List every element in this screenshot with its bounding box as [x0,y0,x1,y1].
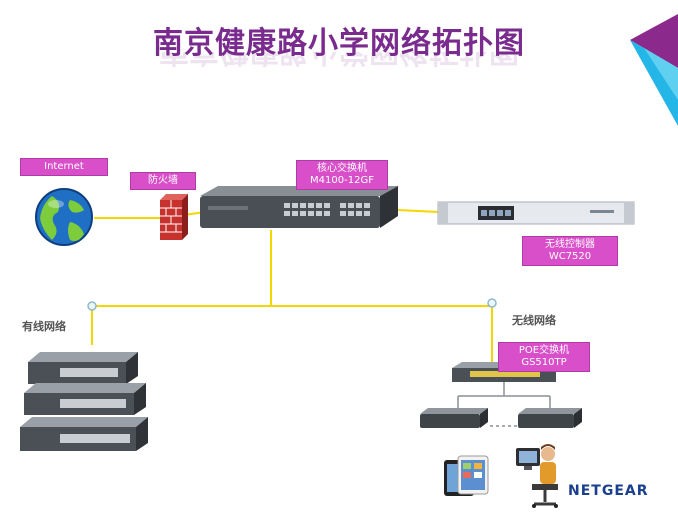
wireless-network-node [487,298,497,308]
internet-label: Internet [20,158,108,176]
firewall-label: 防火墙 [130,172,196,190]
poe-switch-label-line1: POE交换机 [518,345,570,356]
wireless-controller-label: 无线控制器 WC7520 [522,236,618,266]
globe-icon [35,188,93,246]
access-point-right-icon [518,408,582,428]
poe-switch-label-line2: GS510TP [521,357,567,368]
wireless-controller-label-line2: WC7520 [548,251,592,262]
wired-switches-icon [20,352,148,451]
poe-switch-label: POE交换机 GS510TP [498,342,590,372]
user-workstation-icon [516,444,558,508]
access-point-left-icon [420,408,488,428]
wireless-controller-icon [437,201,635,225]
tablets-icon [444,455,489,496]
core-switch-label: 核心交换机 M4100-12GF [296,160,388,190]
wired-network-node [87,301,97,311]
connection-lines [91,209,493,364]
corner-accent [630,14,678,126]
diagram-title: 南京健康路小学网络拓扑图 [153,26,525,61]
firewall-icon [160,194,188,240]
wireless-controller-label-line1: 无线控制器 [545,239,595,250]
internet-label-text: Internet [44,161,84,172]
core-switch-label-line2: M4100-12GF [310,175,374,186]
core-switch-label-line1: 核心交换机 [317,163,367,174]
core-switch-icon [200,186,398,228]
ap-links [457,382,551,427]
netgear-logo: NETGEAR [568,483,649,499]
wired-network-label: 有线网络 [22,320,66,333]
firewall-label-text: 防火墙 [148,175,178,186]
wireless-network-label: 无线网络 [512,314,556,327]
